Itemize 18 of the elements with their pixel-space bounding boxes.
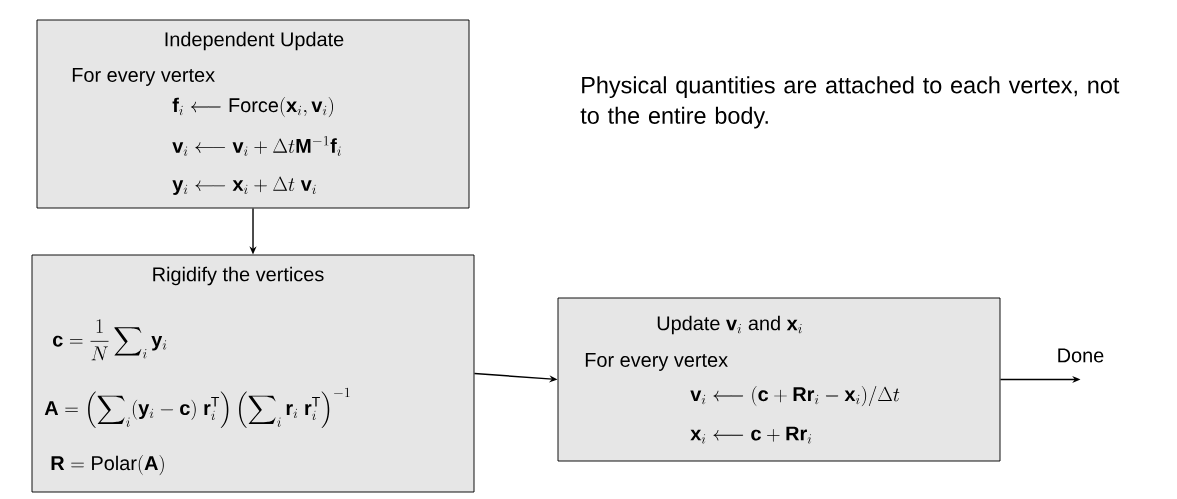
formula: $\mathbf{y}_i \longleftarrow \mathbf{x}_i + \Delta t\ \mathbf{v}_i$ [172, 176, 316, 195]
formula: $\mathbf{v}_i \longleftarrow \mathbf{v}_i + \Delta t \mathbf{M}^{-1} \mathbf{f}_i$ [172, 136, 341, 156]
formula: $\mathbf{c} = \frac{1}{N} \sum\nolimits_i \mathbf{y}_i$ [53, 319, 167, 361]
formula: $\mathbf{x}_i \longleftarrow \mathbf{c} + \mathbf{R}\mathbf{r}_i$ [690, 426, 812, 444]
note-text: Physical quantities are attached to each vertex, not to the entire body. [580, 76, 1120, 129]
formula: $\mathbf{A} = \left(\sum\nolimits_i (\mathbf{y}_i - \mathbf{c})\ \mathbf{r}_i^{\mathrm{T}}\right)\left(\sum\nolimits_i \mathbf{r}_i\ \mathbf{r}_i^{\mathrm{T}}\right)^{-1}$ [44, 387, 350, 428]
process-box [31, 254, 475, 493]
formula: $\mathbf{R} = \mathrm{Polar}(\mathbf{A})$ [51, 454, 164, 476]
formula: $\text{Update } \mathbf{v}_i \text{ and } \mathbf{x}_i$ [657, 315, 802, 335]
box-text: Independent Update [165, 31, 344, 51]
formula: $\mathbf{v}_i \longleftarrow (\mathbf{c} + \mathbf{R}\mathbf{r}_i - \mathbf{x}_i)/\Delta t$ [690, 385, 900, 407]
box-text: For every vertex [72, 68, 215, 86]
box-text: For every vertex [585, 353, 728, 371]
process-box [557, 297, 1001, 462]
formula: $\mathbf{f}_i \longleftarrow \mathrm{Force}(\mathbf{x}_i, \mathbf{v}_i)$ [172, 96, 333, 118]
box-text: Rigidify the vertices [153, 266, 324, 286]
process-box [36, 19, 470, 209]
edge-label: Done [1055, 347, 1106, 364]
